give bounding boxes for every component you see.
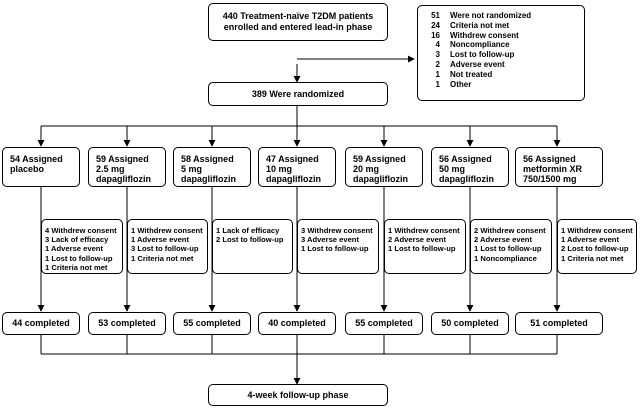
- completed-box-metformin: 51 completed: [515, 312, 603, 335]
- completed-box-placebo: 44 completed: [2, 312, 80, 335]
- enrolled-line-2: enrolled and entered lead-in phase: [223, 22, 373, 32]
- enrolled-line-1: 440 Treatment-naïve T2DM patients: [222, 11, 374, 21]
- randomized-label: 389 Were randomized: [251, 88, 345, 99]
- completed-box-dapa-5mg: 55 completed: [173, 312, 251, 335]
- completed-box-dapa-50mg: 50 completed: [431, 312, 509, 335]
- followup-label: 4-week follow-up phase: [247, 389, 349, 400]
- completed-box-dapa-10mg: 40 completed: [258, 312, 336, 335]
- enrolled-box: 440 Treatment-naïve T2DM patients enroll…: [208, 3, 388, 41]
- completed-box-dapa-2-5mg: 53 completed: [88, 312, 166, 335]
- followup-box: 4-week follow-up phase: [208, 384, 388, 406]
- randomized-box: 389 Were randomized: [208, 82, 388, 106]
- completed-box-dapa-20mg: 55 completed: [345, 312, 423, 335]
